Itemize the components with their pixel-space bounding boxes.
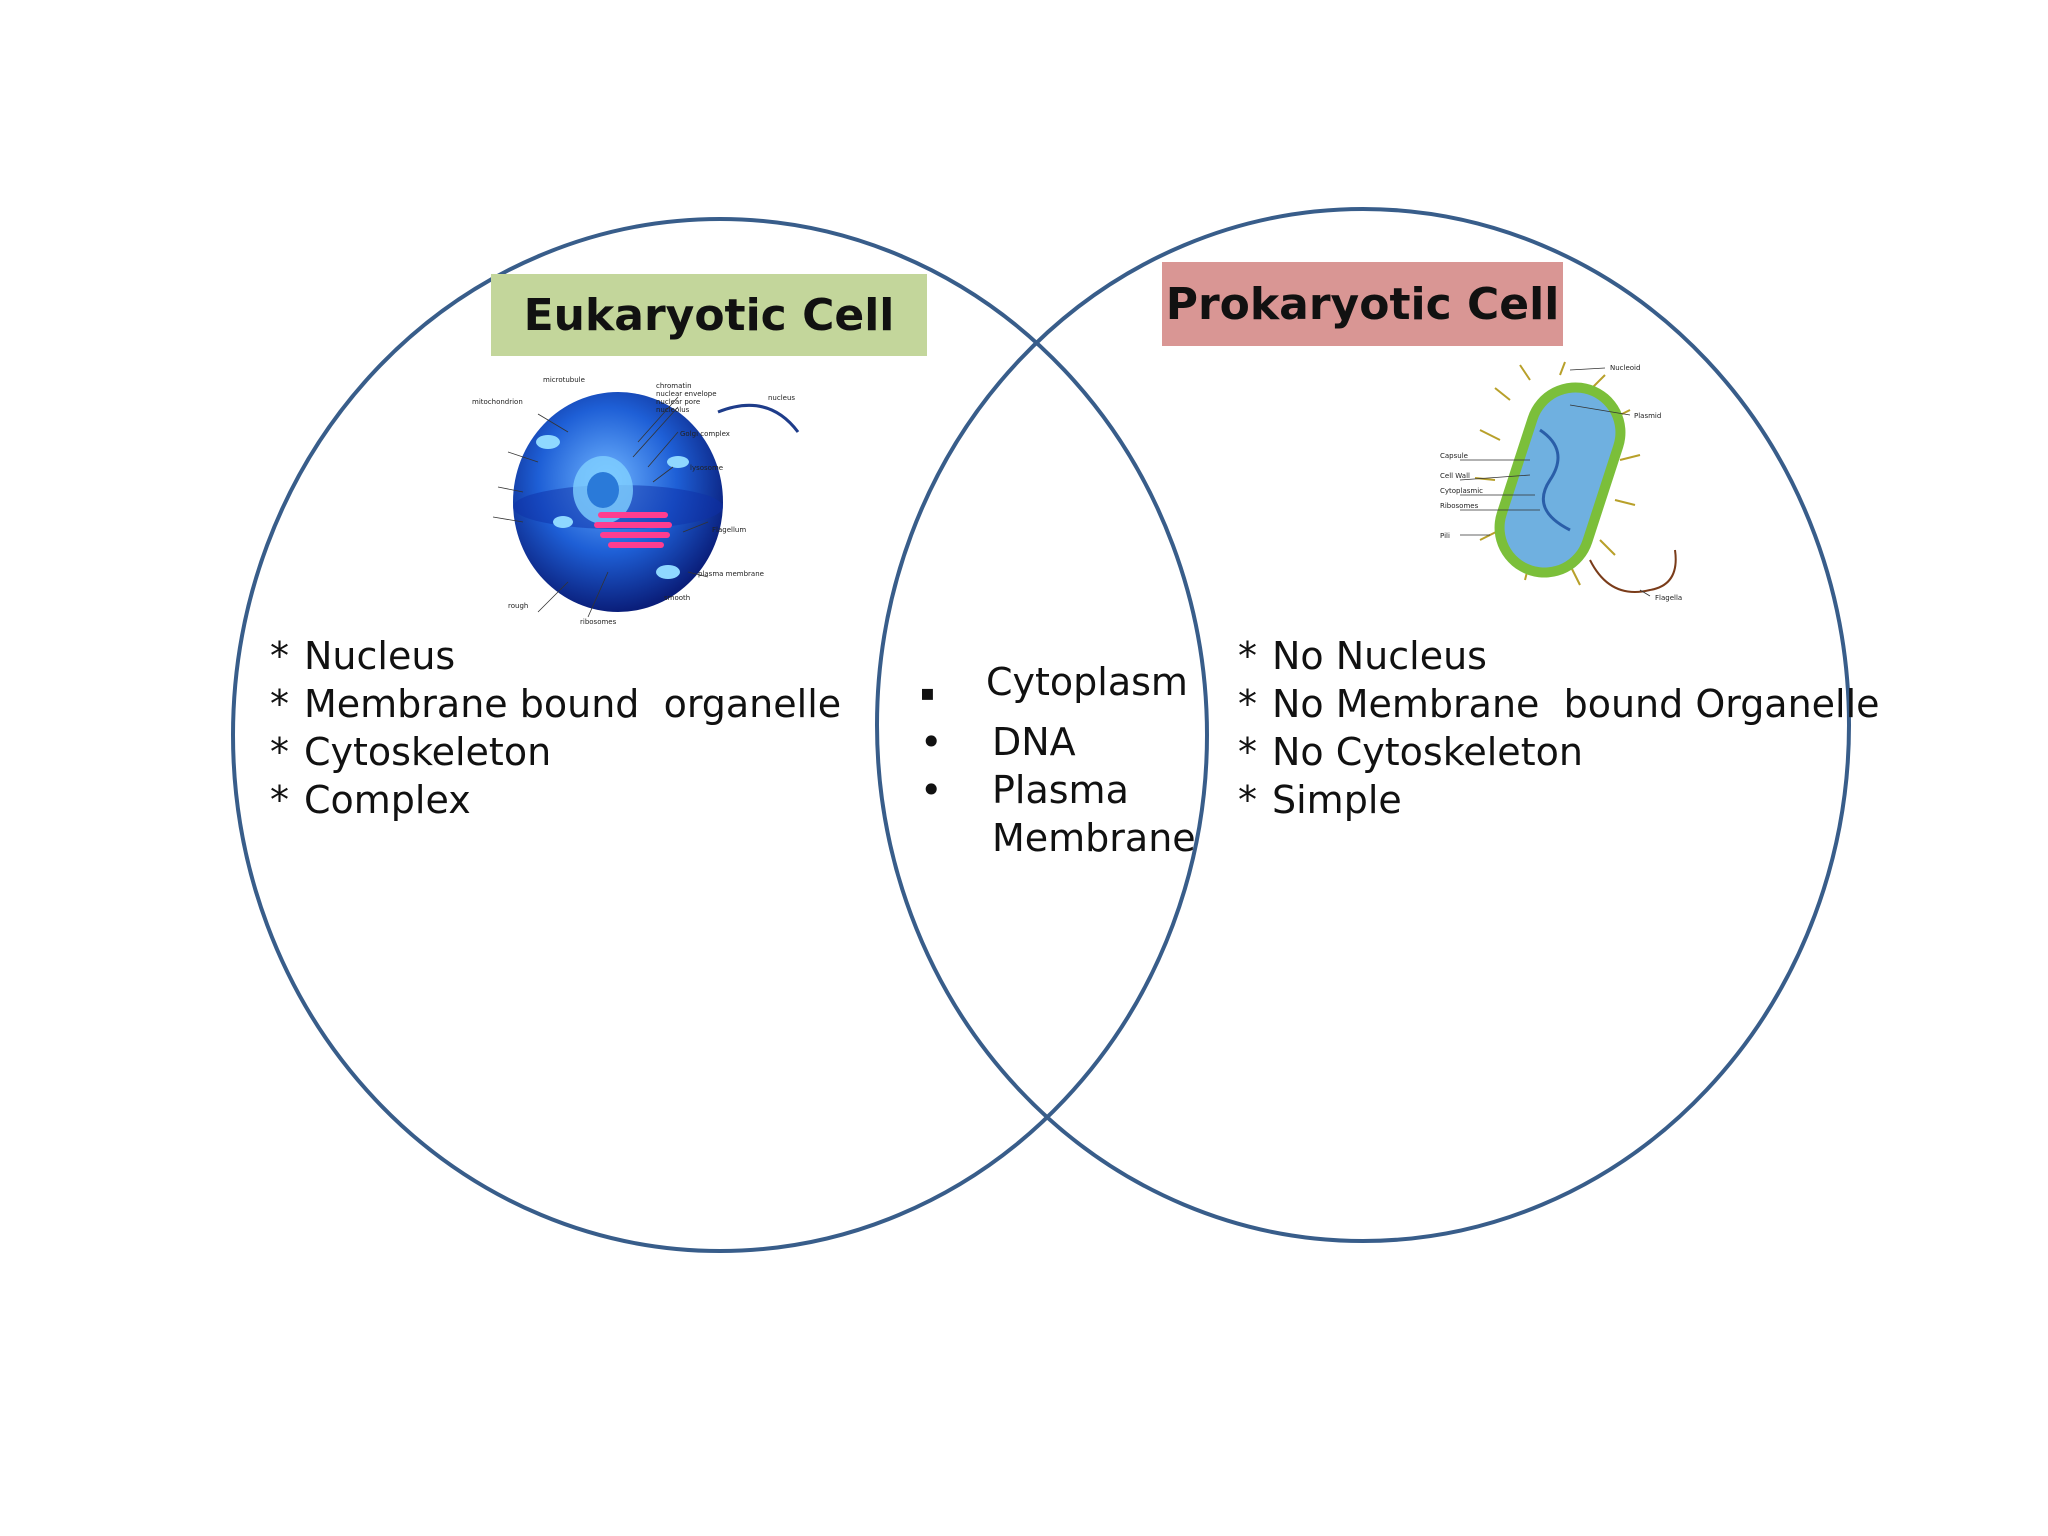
svg-text:nucleus: nucleus: [768, 394, 795, 402]
svg-text:plasma membrane: plasma membrane: [698, 570, 764, 578]
svg-text:Cell Wall: Cell Wall: [1440, 472, 1470, 480]
svg-text:smooth: smooth: [664, 594, 690, 602]
svg-text:Plasmid: Plasmid: [1634, 412, 1661, 420]
svg-text:nuclear pore: nuclear pore: [656, 398, 700, 406]
svg-text:Capsule: Capsule: [1440, 452, 1468, 460]
eukaryotic-title: Eukaryotic Cell: [491, 274, 927, 356]
svg-text:chromatin: chromatin: [656, 382, 692, 390]
svg-text:Cytoplasmic: Cytoplasmic: [1440, 487, 1483, 495]
prokaryotic-traits-list: *No Nucleus *No Membrane bound Organelle…: [1238, 632, 1880, 824]
svg-text:nucleolus: nucleolus: [656, 406, 690, 414]
svg-text:rough: rough: [508, 602, 528, 610]
svg-text:Golgi complex: Golgi complex: [680, 430, 730, 438]
svg-text:Pili: Pili: [1440, 532, 1450, 540]
list-item: • Plasma Membrane: [920, 766, 1192, 862]
svg-text:Nucleoid: Nucleoid: [1610, 364, 1640, 372]
prokaryotic-cell-illustration: Nucleoid Plasmid Capsule Cell Wall Cytop…: [1440, 360, 1740, 618]
eukaryotic-cell-illustration: microtubule chromatin nuclear envelope n…: [468, 372, 806, 632]
list-item: *Nucleus: [270, 632, 841, 680]
list-item: *Membrane bound organelle: [270, 680, 841, 728]
svg-text:microtubule: microtubule: [543, 376, 585, 384]
list-item: *Complex: [270, 776, 841, 824]
eukaryotic-traits-list: *Nucleus *Membrane bound organelle *Cyto…: [270, 632, 841, 824]
svg-text:lysosome: lysosome: [690, 464, 723, 472]
list-item: *Simple: [1238, 776, 1880, 824]
list-item: ▪ Cytoplasm: [920, 658, 1192, 706]
list-item: *No Membrane bound Organelle: [1238, 680, 1880, 728]
svg-text:Ribosomes: Ribosomes: [1440, 502, 1479, 510]
prokaryotic-title: Prokaryotic Cell: [1162, 262, 1563, 346]
list-item: *Cytoskeleton: [270, 728, 841, 776]
shared-traits-list: ▪ Cytoplasm • DNA • Plasma Membrane: [920, 668, 1192, 860]
svg-text:mitochondrion: mitochondrion: [472, 398, 523, 406]
svg-text:nuclear envelope: nuclear envelope: [656, 390, 717, 398]
list-item: *No Cytoskeleton: [1238, 728, 1880, 776]
svg-text:Flagellum: Flagellum: [712, 526, 746, 534]
list-item: *No Nucleus: [1238, 632, 1880, 680]
svg-text:ribosomes: ribosomes: [580, 618, 617, 626]
list-item: • DNA: [920, 718, 1192, 766]
svg-text:Flagella: Flagella: [1655, 594, 1682, 602]
